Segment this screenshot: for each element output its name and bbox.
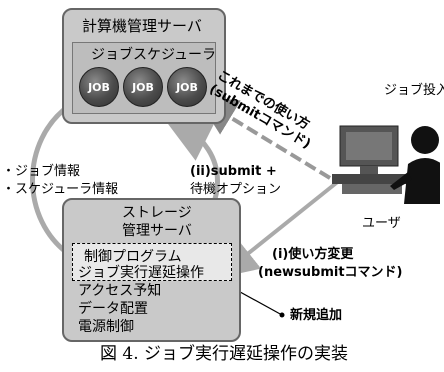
storage-server-title-line2: 管理サーバ xyxy=(122,223,192,239)
job-info-label: ・ジョブ情報 xyxy=(2,164,81,179)
user-workstation-icon xyxy=(332,125,440,204)
compute-management-server: 計算機管理サーバ ジョブスケジューラ JOB JOB JOB xyxy=(62,8,226,124)
function-job-delay-operation: ジョブ実行遅延操作 xyxy=(78,265,204,281)
usage-change-label-line2: (newsubmitコマンド) xyxy=(258,265,403,280)
new-usage-arrow xyxy=(217,178,342,278)
storage-function-list: 制御プログラム ジョブ実行遅延操作 アクセス予知 データ配置 電源制御 xyxy=(72,243,232,336)
user-label: ユーザ xyxy=(362,216,401,231)
compute-server-title: 計算機管理サーバ xyxy=(82,17,202,35)
storage-server-title-line1: ストレージ xyxy=(122,205,192,221)
new-addition-label: 新規追加 xyxy=(290,308,343,323)
job-scheduler-box: ジョブスケジューラ JOB JOB JOB xyxy=(72,42,216,114)
function-access-prediction: アクセス予知 xyxy=(78,283,162,299)
figure-caption: 図 4. ジョブ実行遅延操作の実装 xyxy=(100,344,349,364)
scheduler-info-label: ・スケジューラ情報 xyxy=(2,182,119,197)
job-scheduler-label: ジョブスケジューラ xyxy=(91,47,217,63)
old-usage-arrow xyxy=(196,96,332,180)
control-program-box xyxy=(72,243,232,281)
storage-management-server: ストレージ 管理サーバ 制御プログラム ジョブ実行遅延操作 アクセス予知 データ… xyxy=(62,198,241,342)
submit-wait-label-line1: (ii)submit + xyxy=(190,164,277,179)
function-control-program: 制御プログラム xyxy=(84,249,182,265)
job-circle-3: JOB xyxy=(167,67,207,107)
function-power-control: 電源制御 xyxy=(78,319,134,335)
function-data-placement: データ配置 xyxy=(78,301,148,317)
usage-change-label-line1: (i)使い方変更 xyxy=(272,247,354,262)
info-flow-arrow xyxy=(30,102,72,258)
job-submit-label: ジョブ投入 xyxy=(384,83,444,98)
job-circle-1: JOB xyxy=(79,67,119,107)
job-circle-2: JOB xyxy=(123,67,163,107)
submit-wait-label-line2: 待機オプション xyxy=(190,182,282,197)
